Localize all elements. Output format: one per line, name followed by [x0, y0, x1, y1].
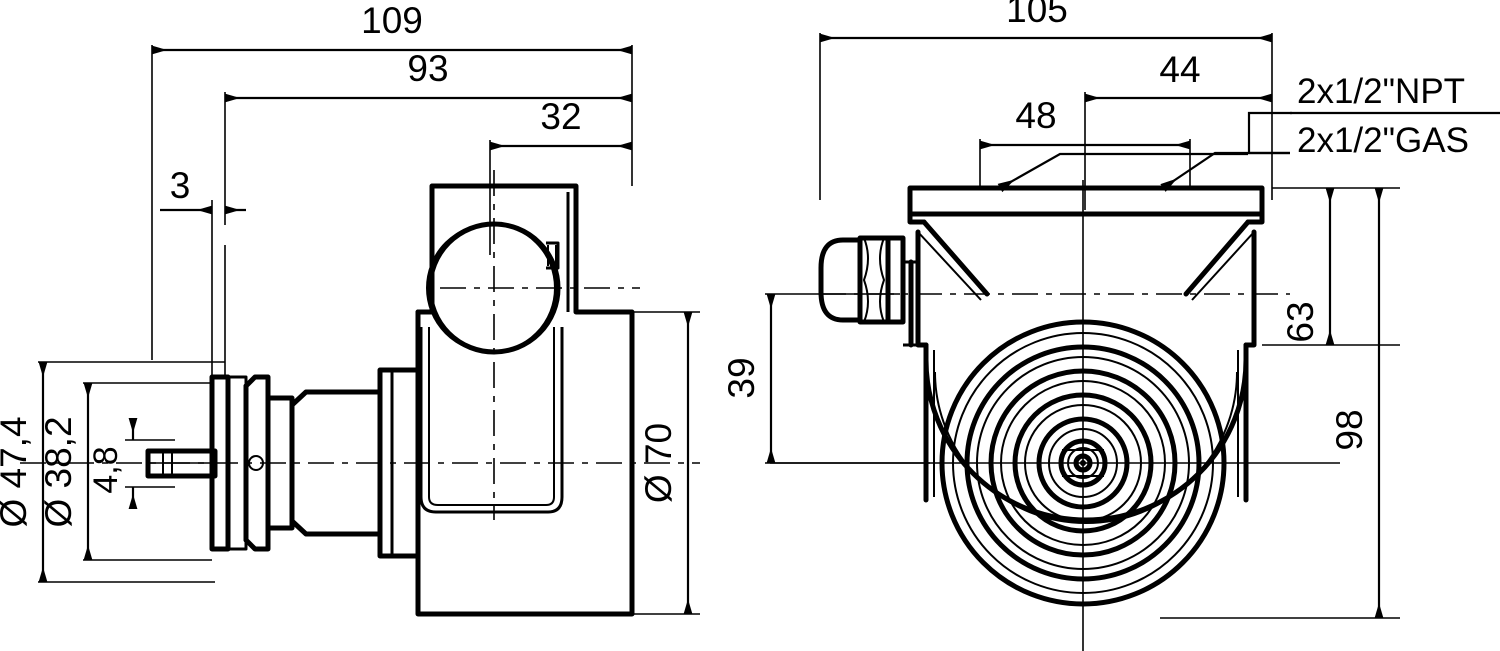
ring-10 — [1048, 428, 1118, 498]
dimension-44: 44 — [1085, 49, 1272, 103]
ring-6 — [1000, 380, 1166, 546]
dimension-diameter-38-2: Ø 38,2 — [38, 383, 93, 560]
ring-5 — [988, 368, 1178, 558]
ring-8 — [1024, 404, 1142, 522]
dimension-98-label: 98 — [1329, 409, 1370, 450]
dimension-105: 105 — [820, 0, 1272, 43]
ring-center-boss — [1073, 453, 1093, 473]
ring-2 — [952, 332, 1214, 594]
leader-line-note-riser — [1247, 111, 1292, 155]
body-left-wall — [915, 229, 929, 348]
ring-7 — [1012, 392, 1154, 534]
ring-4 — [976, 356, 1190, 570]
cable-gland-connector — [818, 235, 920, 348]
dimension-44-label: 44 — [1159, 49, 1200, 90]
cover-left-step — [907, 211, 927, 225]
left-taper-inner — [917, 231, 982, 301]
coil-tab-outline — [546, 241, 560, 270]
dimension-47-4-label: Ø 47,4 — [0, 416, 34, 527]
dimension-4-8: 4,8 — [87, 418, 138, 509]
dimension-diameter-47-4: Ø 47,4 — [0, 362, 48, 582]
gland-hex-flat-a — [862, 237, 869, 323]
dimension-48: 48 — [980, 95, 1190, 150]
cover-right-step — [1245, 211, 1265, 225]
dimension-63: 63 — [1280, 188, 1335, 345]
dimension-98: 98 — [1329, 188, 1384, 618]
dimension-32: 32 — [490, 96, 632, 151]
main-body — [415, 170, 640, 617]
dimension-105-label: 105 — [1006, 0, 1068, 30]
gland-cap-outline — [818, 237, 863, 323]
dimension-39: 39 — [721, 293, 930, 464]
dimension-4-8-label: 4,8 — [87, 446, 125, 493]
dimension-109: 109 — [152, 0, 632, 55]
dimension-diameter-70: Ø 70 — [632, 311, 700, 615]
center-point — [1080, 460, 1086, 466]
left-view-extension-lines — [151, 45, 633, 378]
ring-3 — [964, 344, 1202, 582]
left-taper-outer — [921, 219, 990, 297]
diaphragm-rings — [939, 319, 1227, 607]
shaft-assembly — [145, 448, 218, 479]
inner-chamber-inner-line — [428, 327, 555, 506]
dimension-38-2-label: Ø 38,2 — [38, 416, 79, 527]
gland-hex-flat-b — [879, 237, 886, 323]
note-npt-label: 2x1/2"NPT — [1297, 72, 1465, 111]
dimension-3: 3 — [160, 165, 246, 215]
right-taper-inner — [1191, 231, 1255, 301]
flange-center-bore — [248, 455, 264, 471]
dimension-39-label: 39 — [721, 357, 762, 398]
dimension-3-label: 3 — [170, 165, 191, 206]
mounting-flange — [209, 374, 271, 552]
body-right-wall — [1243, 229, 1257, 348]
dimension-32-label: 32 — [540, 96, 581, 137]
ring-12 — [1067, 447, 1099, 479]
left-view-horizontal-ext-lines — [38, 361, 225, 583]
inner-chamber-outline — [419, 327, 564, 514]
dimension-70-label: Ø 70 — [638, 423, 679, 503]
port-note-leaders: 2x1/2"NPT 2x1/2"GAS — [997, 72, 1500, 193]
dimension-48-label: 48 — [1015, 95, 1056, 136]
leader-line-left-port — [1160, 151, 1290, 192]
flange-boss-outline — [243, 374, 271, 552]
shaft-key-outline — [145, 448, 218, 479]
main-body-outline — [415, 183, 635, 617]
dimension-93-label: 93 — [407, 48, 448, 89]
dimension-63-label: 63 — [1280, 301, 1321, 342]
dimension-109-label: 109 — [361, 0, 423, 41]
right-taper-outer — [1183, 219, 1251, 297]
dimension-93: 93 — [225, 48, 632, 103]
gland-collar-outline — [885, 235, 906, 325]
ring-9 — [1036, 416, 1130, 510]
cover-plate-outline — [907, 185, 1265, 217]
housing-cover — [907, 185, 1265, 225]
ring-1 — [939, 319, 1227, 607]
note-gas-label: 2x1/2"GAS — [1297, 121, 1469, 160]
ring-11 — [1058, 438, 1108, 488]
left-side-view: 109 93 32 3 Ø 47,4 — [0, 0, 700, 617]
leader-line-right-port — [997, 152, 1248, 193]
right-front-view: 105 44 48 2x1/2"NPT 2x1/2"GAS 39 — [721, 0, 1500, 651]
